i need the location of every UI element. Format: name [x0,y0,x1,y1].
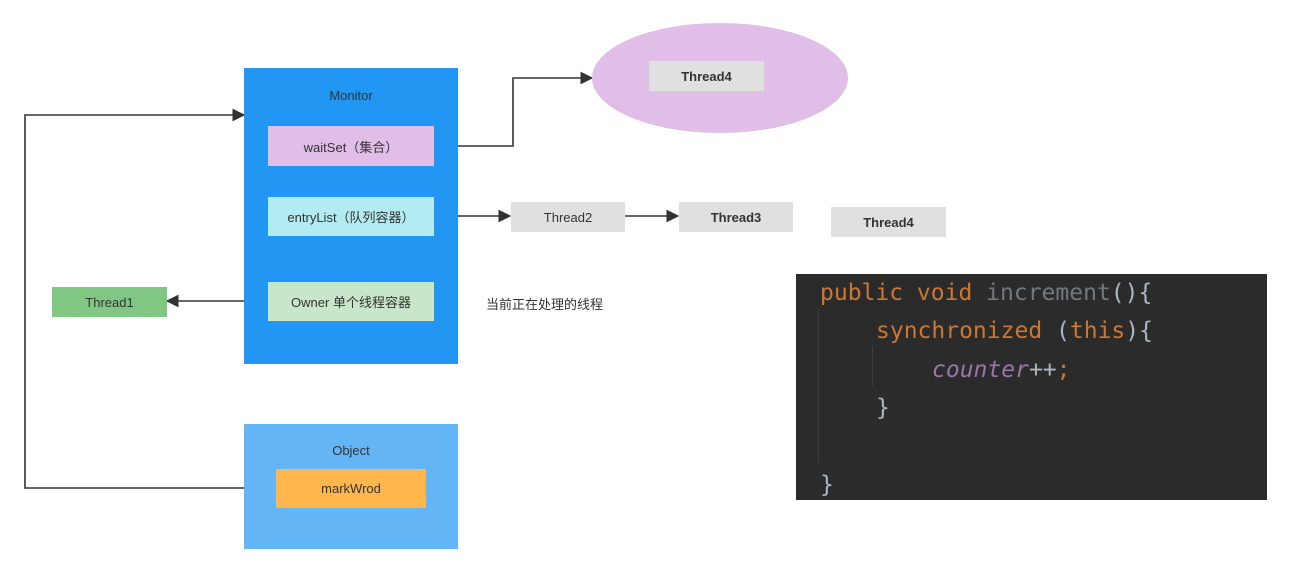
code-operator: ++ [1028,357,1057,383]
code-field: counter [932,357,1029,383]
code-brace: ){ [1125,318,1153,344]
code-keyword: synchronized [876,318,1057,344]
code-line-3: counter++; [932,356,1071,384]
code-line-2: synchronized (this){ [876,317,1153,345]
code-this: this [1069,318,1126,344]
owner-thread1: Thread1 [52,287,167,317]
entry-list-box: entryList（队列容器） [268,197,434,236]
code-line-1: public void increment(){ [820,279,1152,307]
waitset-to-thread4-arrow [434,71,594,147]
monitor-title: Monitor [329,87,373,103]
owner-box: Owner 单个线程容器 [268,282,434,321]
indent-guide-1 [818,308,819,462]
code-snippet: public void increment(){ synchronized (t… [796,274,1267,500]
code-brace: (){ [1110,280,1153,306]
mark-word-box: markWrod [276,469,426,508]
code-paren: ( [1056,318,1070,344]
code-semicolon: ; [1056,357,1071,383]
code-line-5: } [820,472,834,498]
entry-thread3: Thread3 [679,202,793,232]
owner-note: 当前正在处理的线程 [486,297,604,312]
indent-guide-2 [872,346,873,386]
object-title: Object [332,442,370,458]
code-method-name: increment [986,280,1111,306]
code-line-4: } [876,395,890,421]
wait-set-thread4: Thread4 [649,61,764,91]
entry-thread4: Thread4 [831,207,946,237]
code-keyword: public void [820,280,987,306]
entry-thread2: Thread2 [511,202,625,232]
markword-to-monitor-arrow [24,108,276,489]
wait-set-box: waitSet（集合） [268,126,434,166]
